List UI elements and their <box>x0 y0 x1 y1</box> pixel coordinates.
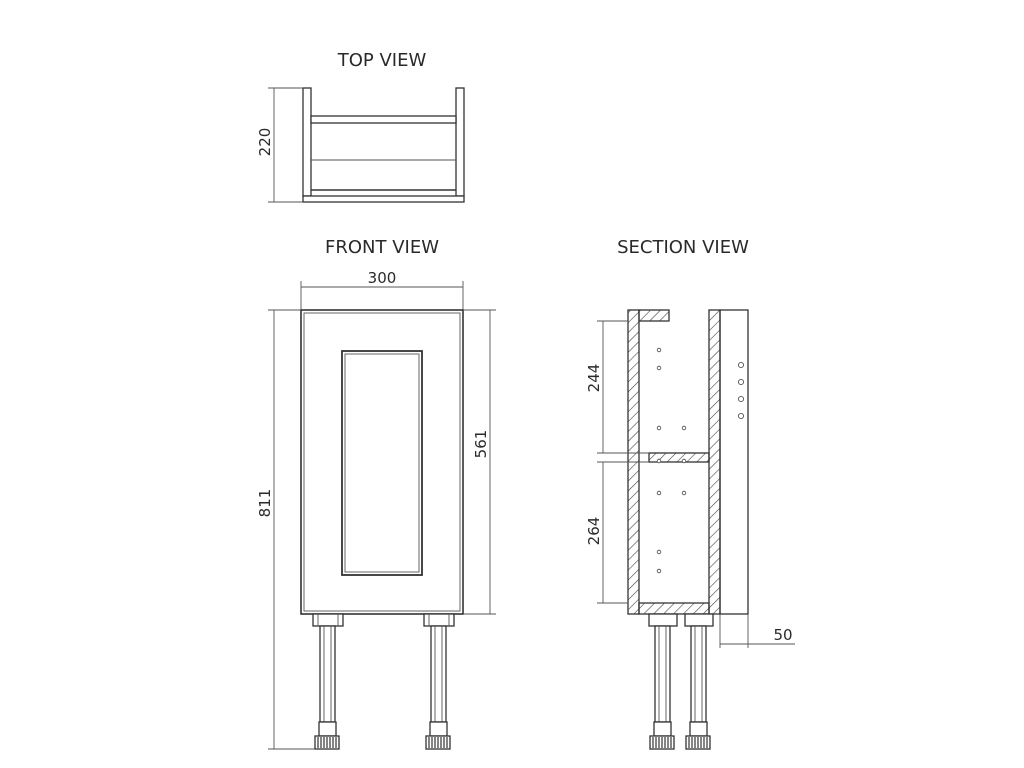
section-offset-dimension: 50 <box>719 614 795 648</box>
section-upper-dimension: 244 <box>585 320 649 454</box>
section-upper-value: 244 <box>585 364 603 393</box>
top-depth-dimension: 220 <box>256 87 303 203</box>
section-door <box>719 309 749 615</box>
front-leg-right <box>423 613 455 750</box>
section-lower-dimension: 264 <box>585 461 649 604</box>
section-leg-front <box>684 613 714 750</box>
top-depth-value: 220 <box>256 128 274 157</box>
front-carcass-height-value: 561 <box>472 430 490 459</box>
top-view: TOP VIEW 220 <box>256 50 465 203</box>
section-offset-value: 50 <box>773 626 792 644</box>
front-view-title: FRONT VIEW <box>325 237 439 258</box>
front-width-value: 300 <box>368 269 397 287</box>
section-view: SECTION VIEW <box>585 237 795 750</box>
section-leg-back <box>648 613 678 750</box>
front-total-height-value: 811 <box>256 489 274 518</box>
front-carcass-height-dimension: 561 <box>463 309 496 615</box>
front-leg-left <box>312 613 344 750</box>
front-view: FRONT VIEW 300 <box>256 237 496 750</box>
front-door <box>300 309 464 615</box>
top-view-title: TOP VIEW <box>337 50 427 71</box>
section-view-title: SECTION VIEW <box>617 237 749 258</box>
front-total-height-dimension: 811 <box>256 309 315 750</box>
top-view-outline <box>302 87 465 203</box>
section-lower-value: 264 <box>585 517 603 546</box>
front-width-dimension: 300 <box>300 269 464 310</box>
